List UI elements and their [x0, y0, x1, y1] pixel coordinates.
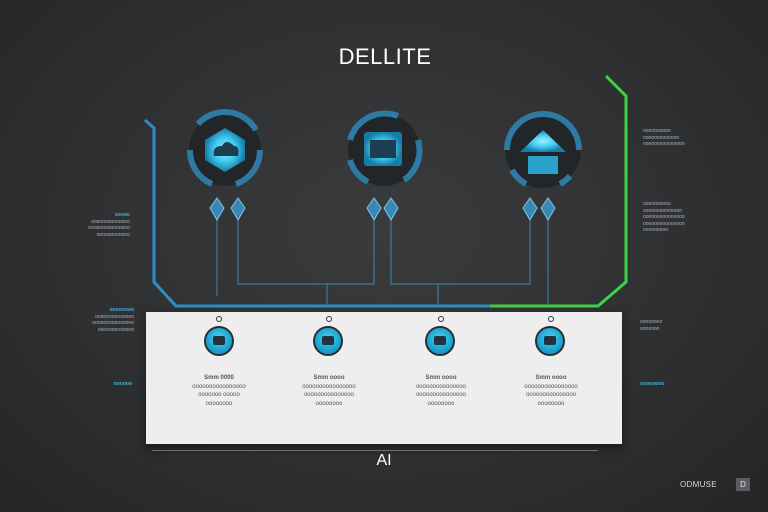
panel-column-2: Smm oooo oooooooooooooooo oooooooooooooo… — [270, 312, 388, 444]
info-panel: Smm 0000 oooooooooooooooo ooooooo ooooo … — [146, 312, 622, 444]
device-icon — [204, 326, 234, 356]
panel-column-1: Smm 0000 oooooooooooooooo ooooooo ooooo … — [160, 312, 278, 444]
server-icon — [370, 140, 396, 158]
right-label-2: oooooooooo oooooooooooooo oooooooooooooo… — [643, 201, 685, 233]
frame-left — [144, 118, 490, 308]
watermark-text: ODMUSE — [680, 480, 717, 489]
panel-column-4: Smm oooo oooooooooooooooo oooooooooooooo… — [492, 312, 610, 444]
arrow-4 — [383, 197, 399, 221]
pyramid-icon — [520, 130, 566, 152]
connector-dot — [216, 316, 222, 322]
arrow-5 — [522, 197, 538, 221]
panel-text-1: Smm 0000 oooooooooooooooo ooooooo ooooo … — [192, 375, 246, 407]
arrow-1 — [209, 197, 225, 221]
wires — [216, 215, 549, 306]
connector-dot — [438, 316, 444, 322]
arrow-6 — [540, 197, 556, 221]
baseline-rule — [152, 450, 598, 451]
chat-icon — [425, 326, 455, 356]
panel-text-4: Smm oooo oooooooooooooooo oooooooooooooo… — [524, 375, 578, 407]
right-label-4: oooooooo — [640, 381, 665, 387]
panel-column-3: Smm oooo ooooooooooooooo ooooooooooooooo… — [382, 312, 500, 444]
panel-text-2: Smm oooo oooooooooooooooo oooooooooooooo… — [302, 375, 356, 407]
footer-label: AI — [376, 452, 392, 469]
node-1 — [186, 109, 264, 187]
panel-text-3: Smm oooo ooooooooooooooo ooooooooooooooo… — [415, 375, 467, 407]
left-label-2: oooooooo oooooooooooooo ooooooooooooooo … — [92, 307, 134, 333]
right-label-3: oooooooo ooooooo — [640, 319, 663, 332]
left-label-3: oooooo — [113, 381, 132, 387]
watermark-badge: D — [736, 478, 750, 491]
node-2 — [347, 110, 423, 186]
arrowheads — [209, 197, 556, 221]
cloud-icon — [213, 142, 239, 156]
arrow-3 — [366, 197, 382, 221]
arrow-2 — [230, 197, 246, 221]
node-3 — [504, 111, 582, 188]
left-label-1: ooooo oooooooooooooo ooooooooooooooo ooo… — [88, 212, 130, 238]
robot-icon — [313, 326, 343, 356]
right-label-1: oooooooooo ooooooooooooo ooooooooooooooo — [643, 128, 685, 147]
diagram-title: DELLITE — [338, 44, 432, 69]
frame-right — [490, 74, 628, 308]
drop-icon — [535, 326, 565, 356]
connector-dot — [326, 316, 332, 322]
connector-dot — [548, 316, 554, 322]
